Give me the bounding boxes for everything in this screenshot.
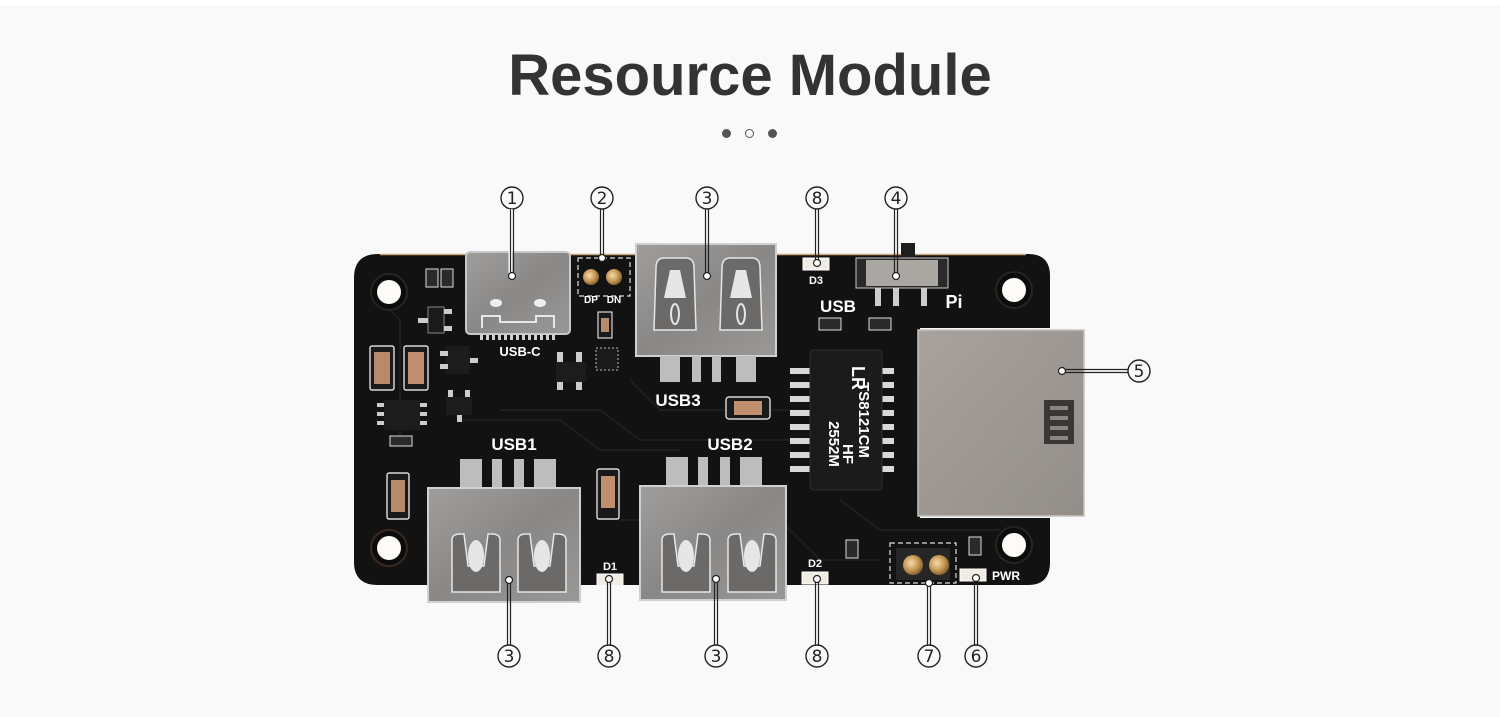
silk-usb2: USB2 [707, 435, 752, 454]
pagination-dot-3[interactable] [768, 129, 777, 138]
usb-c-port: USB-C [465, 251, 571, 359]
callout-number: 3 [711, 647, 722, 667]
ethernet-port [917, 329, 1085, 517]
silk-dp: DP [584, 295, 598, 306]
callout-1: 1 [500, 186, 524, 281]
silk-d2: D2 [808, 558, 822, 570]
mounting-hole-br [995, 526, 1033, 564]
callout-2: 2 [590, 186, 614, 263]
callouts: 1 2 3 8 [497, 186, 1151, 668]
callout-3-usb1: 3 [497, 575, 521, 668]
callout-8-d2: 8 [805, 574, 829, 668]
callout-8-d3: 8 [805, 186, 829, 268]
chip-line-3: 2552M [825, 421, 842, 467]
ethernet-transformer-chip: LR TS8121CM HF 2552M [790, 349, 894, 491]
silk-usb-c: USB-C [499, 344, 541, 359]
silk-usb-switch: USB [820, 297, 856, 316]
mounting-hole-tr [995, 271, 1033, 309]
silk-usb3: USB3 [655, 391, 700, 410]
silk-dn: DN [607, 295, 621, 306]
smd-components [369, 268, 982, 559]
callout-3-usb3: 3 [695, 186, 719, 281]
callout-number: 3 [504, 647, 515, 667]
power-pads [889, 542, 957, 584]
mounting-hole-tl [370, 273, 408, 311]
callout-number: 3 [702, 189, 713, 209]
silk-pwr: PWR [992, 569, 1020, 583]
callout-4: 4 [884, 186, 908, 281]
mounting-hole-bl [370, 529, 408, 567]
callout-number: 7 [924, 647, 935, 667]
pagination-dot-2-active[interactable] [745, 129, 754, 138]
callout-number: 8 [604, 647, 615, 667]
silk-usb1: USB1 [491, 435, 536, 454]
callout-3-usb2: 3 [704, 574, 728, 668]
pagination-dots [722, 129, 782, 141]
dp-dn-pads: DP DN [577, 257, 631, 306]
callout-7: 7 [917, 578, 941, 668]
chip-logo: LR [848, 366, 868, 390]
callout-number: 2 [597, 189, 608, 209]
callout-5: 5 [1057, 359, 1151, 383]
silk-d1: D1 [603, 561, 617, 573]
callout-number: 5 [1134, 362, 1145, 382]
top-strip [0, 0, 1500, 5]
pagination-dot-1[interactable] [722, 129, 731, 138]
callout-8-d1: 8 [597, 574, 621, 668]
callout-6: 6 [964, 573, 988, 668]
chip-line-2: HF [839, 444, 856, 464]
usb-pi-switch: USB Pi [820, 243, 963, 316]
usb1-port: USB1 [427, 435, 581, 603]
silk-pi-switch: Pi [945, 292, 962, 312]
chip-line-1: TS8121CM [855, 382, 872, 458]
callout-number: 8 [812, 647, 823, 667]
callout-number: 1 [507, 189, 518, 209]
page-title: Resource Module [508, 43, 992, 108]
callout-number: 8 [812, 189, 823, 209]
callout-number: 6 [971, 647, 982, 667]
silk-d3: D3 [809, 275, 823, 287]
callout-number: 4 [891, 189, 902, 209]
